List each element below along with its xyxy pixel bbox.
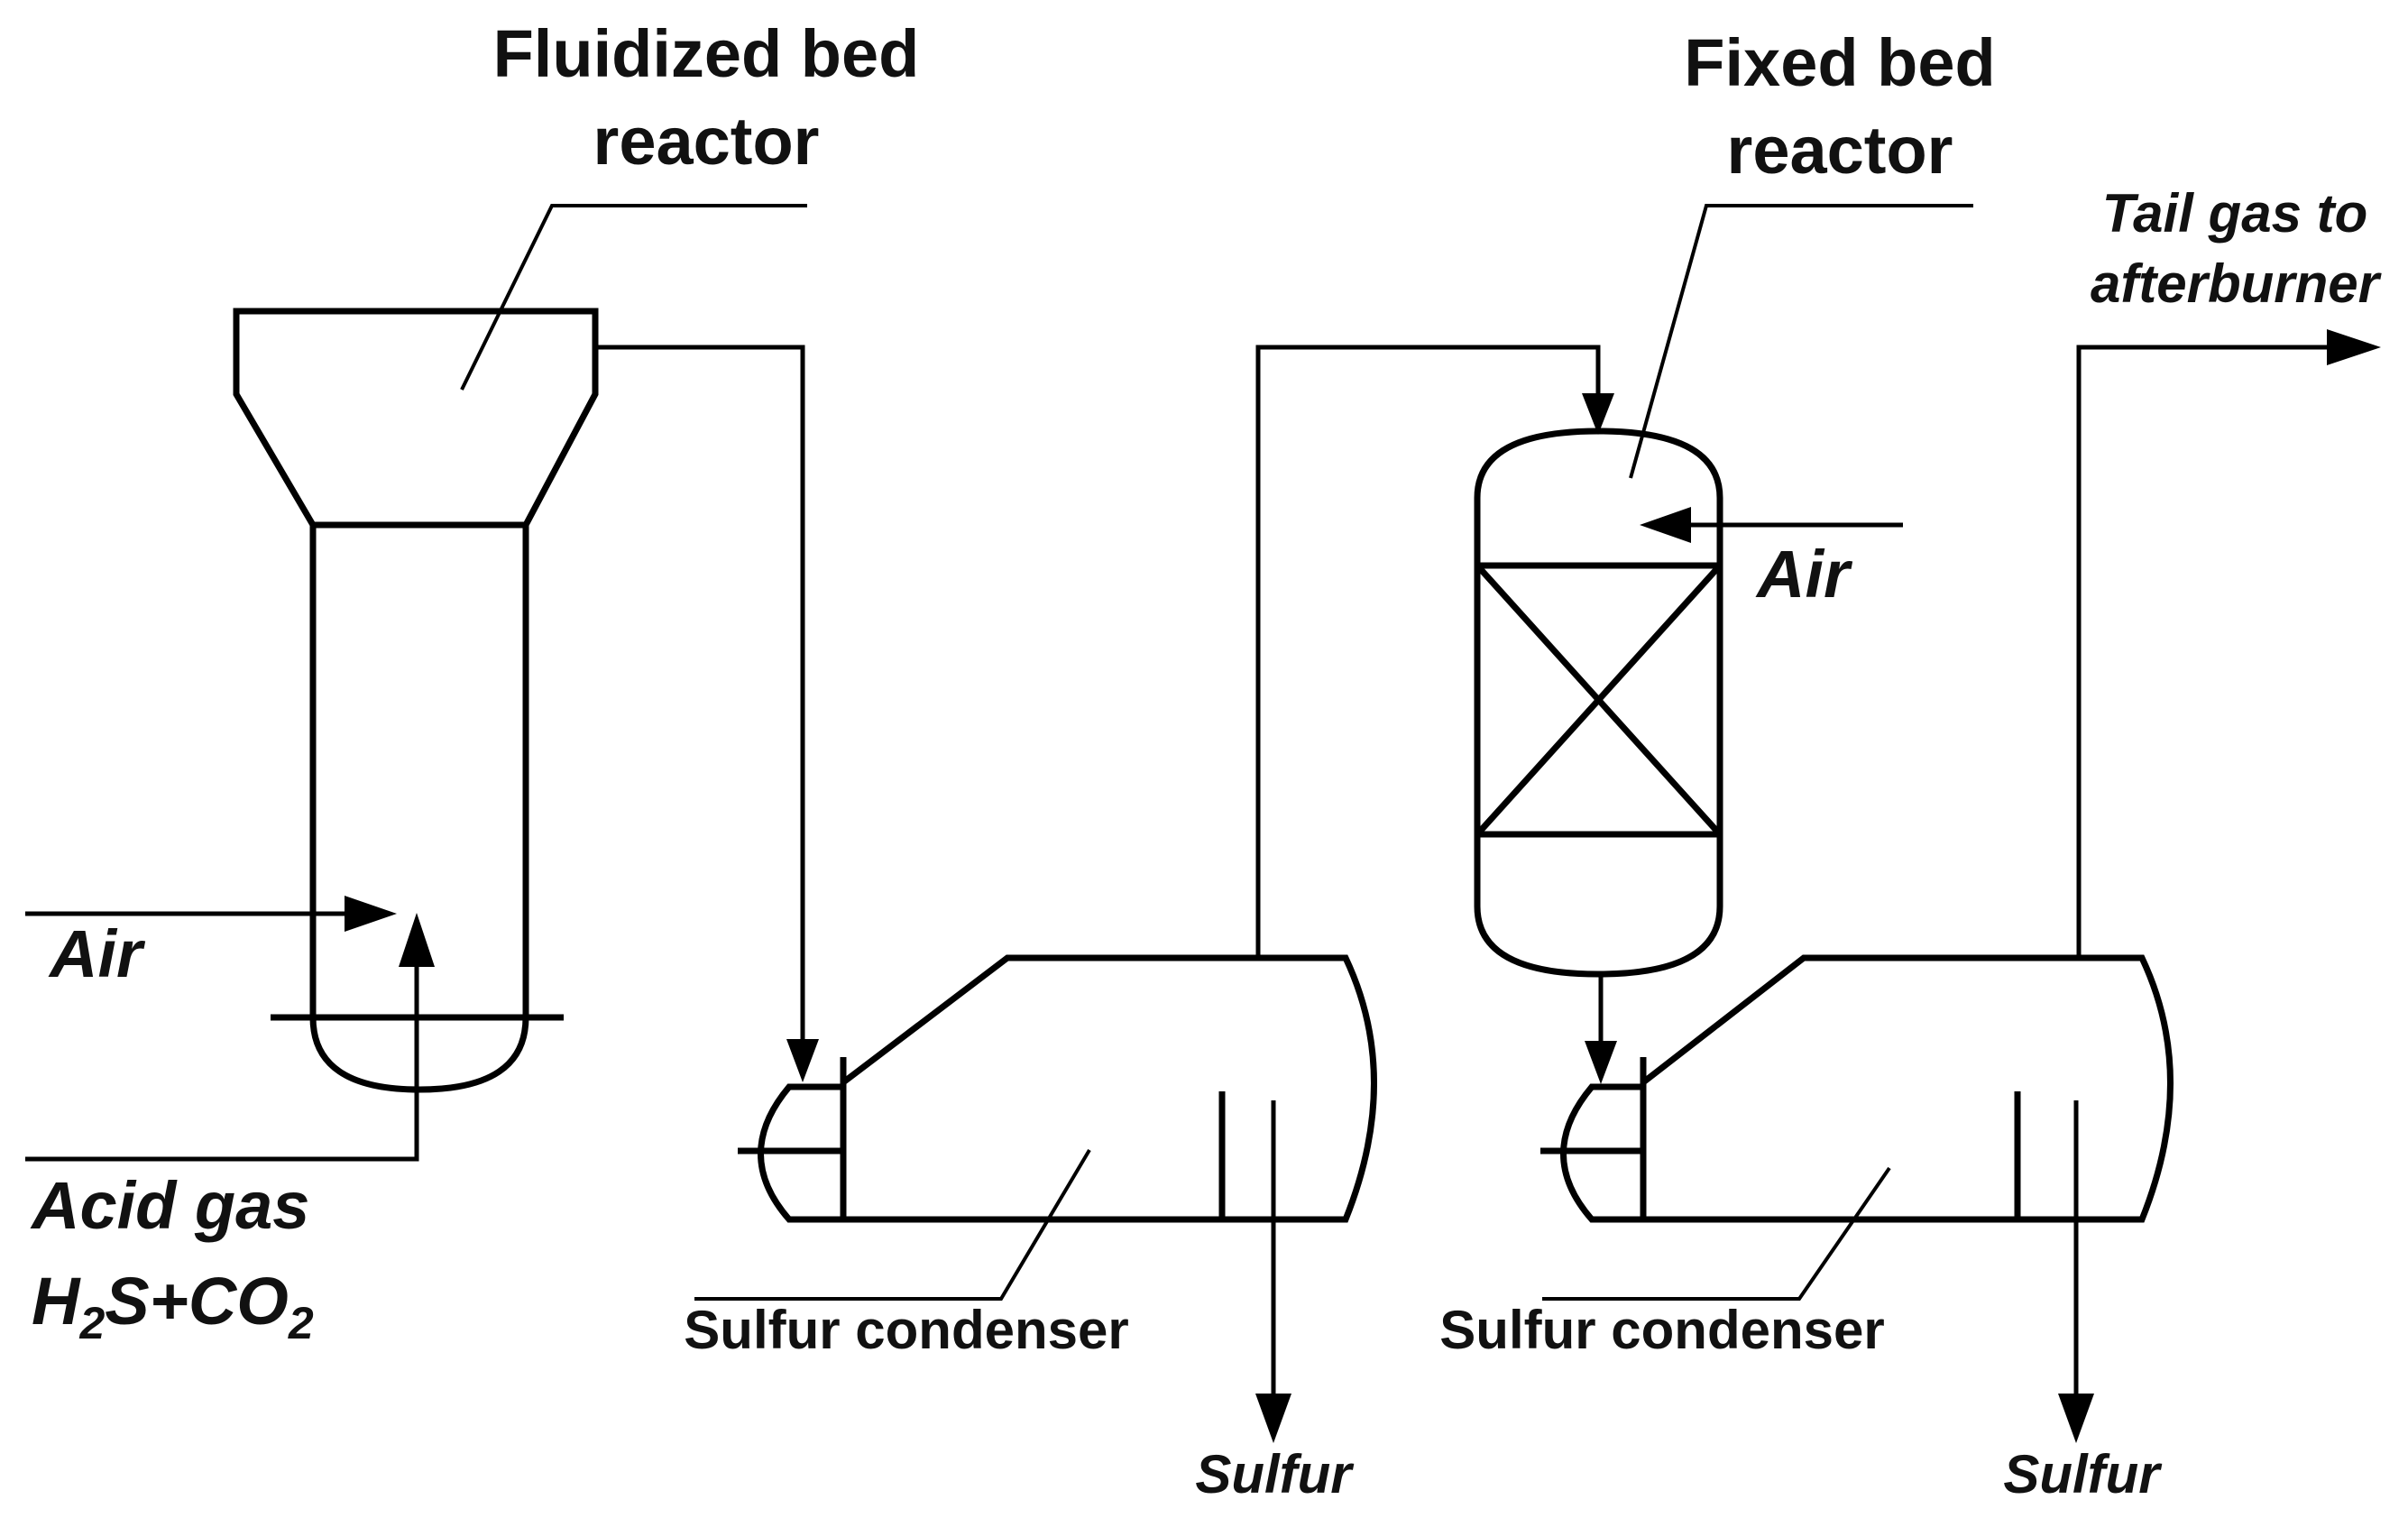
arrow-air-inlet-2	[1640, 507, 1691, 543]
label-air-inlet-1: Air	[48, 916, 146, 991]
fluidized-bed-reactor-top-disengager	[233, 308, 599, 529]
label-fixed-bed-line-2: reactor	[1727, 113, 1953, 188]
fixed-bed-catalyst-cross-2	[1475, 563, 1723, 837]
arrow-tail-gas	[2327, 329, 2381, 365]
leader-sulfur-condenser-1	[694, 1148, 1091, 1301]
label-acid-gas: Acid gas	[30, 1168, 309, 1243]
feed-h: H	[32, 1264, 81, 1339]
leader-lines	[460, 204, 1973, 1301]
label-tail-gas-line-2: afterburner	[2091, 253, 2383, 314]
leader-sulfur-condenser-2	[1542, 1166, 1891, 1301]
fixed-bed-reactor	[1474, 428, 1723, 978]
label-sulfur-outlet-2: Sulfur	[2003, 1444, 2163, 1504]
arrow-sulfur-outlet-1	[1255, 1394, 1291, 1443]
sulfur-condenser-1-shell	[840, 954, 1377, 1223]
label-tail-gas-line-1: Tail gas to	[2102, 183, 2368, 244]
line-fluidized-bed-to-condenser-1	[595, 345, 805, 1046]
label-fluidized-bed-line-1: Fluidized bed	[493, 16, 920, 91]
sulfur-condenser-1	[738, 954, 1377, 1223]
line-condenser-1-to-fixed-bed	[1255, 345, 1601, 958]
feed-middle: S+CO	[105, 1264, 289, 1339]
line-tail-gas-outlet	[2076, 345, 2336, 958]
label-fluidized-bed-line-2: reactor	[593, 104, 820, 179]
label-sulfur-condenser-1: Sulfur condenser	[684, 1300, 1128, 1360]
label-air-inlet-2: Air	[1755, 537, 1853, 612]
arrow-acid-gas-feed	[399, 913, 435, 967]
labels: Fluidized bed reactor Fixed bed reactor …	[30, 16, 2383, 1504]
arrow-into-fixed-bed	[1582, 393, 1614, 435]
arrow-air-inlet-1	[345, 896, 397, 932]
label-fixed-bed-line-1: Fixed bed	[1684, 25, 1995, 100]
fixed-bed-reactor-vessel	[1474, 428, 1723, 978]
label-sulfur-condenser-2: Sulfur condenser	[1439, 1300, 1884, 1360]
sulfur-condenser-2-shell	[1640, 954, 2174, 1223]
process-lines	[25, 329, 2381, 1443]
label-sulfur-outlet-1: Sulfur	[1195, 1444, 1355, 1504]
arrow-into-condenser-2	[1585, 1041, 1617, 1084]
leader-fixed-bed-reactor	[1629, 204, 1973, 479]
sulfur-condenser-2	[1540, 954, 2174, 1223]
feed-subscript-2: 2	[288, 1298, 314, 1348]
arrow-sulfur-outlet-2	[2058, 1394, 2094, 1443]
line-acid-gas-feed	[25, 956, 419, 1162]
fluidized-bed-reactor-bottom-head	[309, 1017, 529, 1093]
arrow-into-condenser-1	[786, 1039, 819, 1082]
fluidized-bed-reactor-column	[309, 525, 529, 1017]
label-feed-composition: H2S+CO2	[32, 1264, 314, 1348]
feed-subscript-1: 2	[78, 1298, 105, 1348]
leader-fluidized-bed-reactor	[460, 204, 807, 391]
